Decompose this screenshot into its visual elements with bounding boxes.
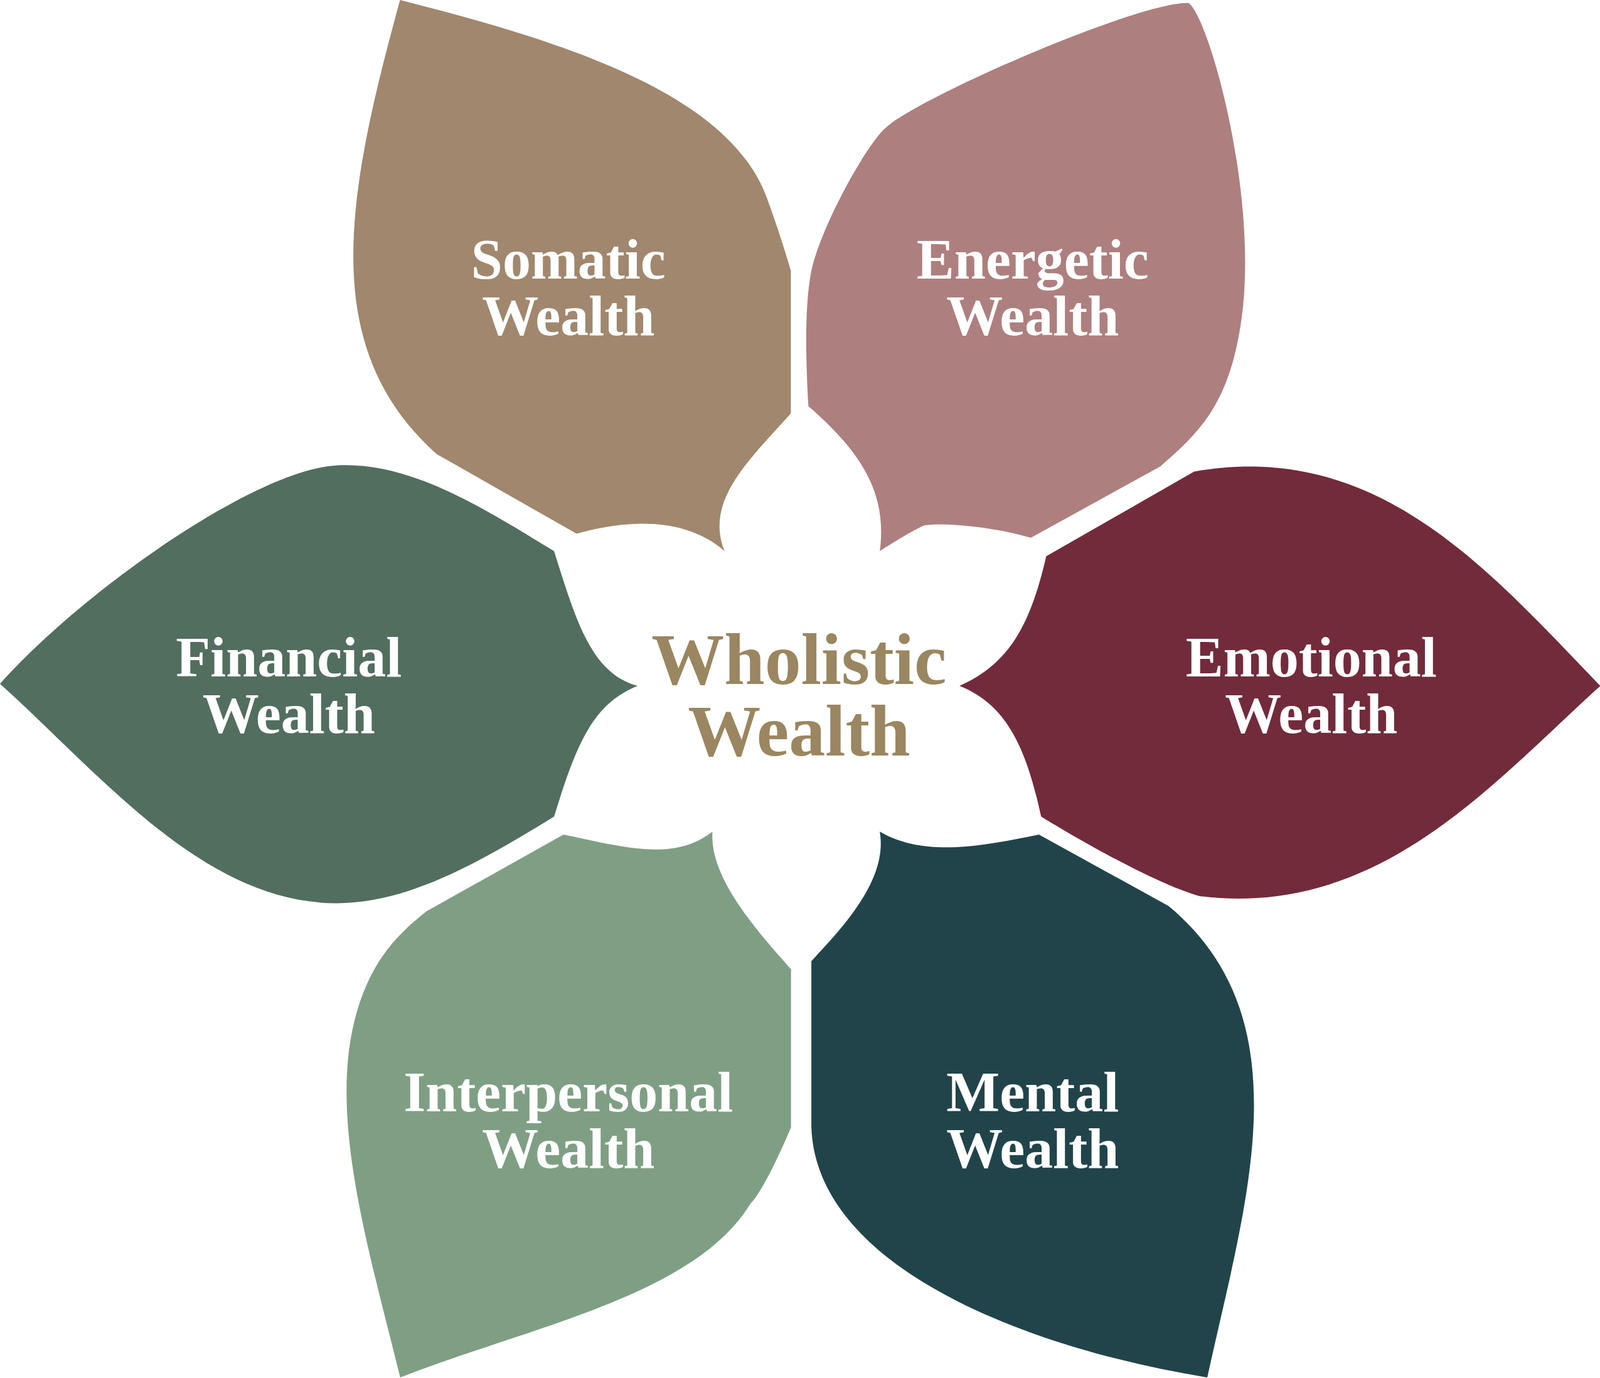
petal-node: Financial Wealth xyxy=(0,459,644,909)
petal-label: Mental Wealth xyxy=(946,1064,1119,1178)
petal-shape xyxy=(346,831,791,1378)
petal-shape xyxy=(353,0,791,551)
petal-label: Financial Wealth xyxy=(175,629,402,743)
petal-shape xyxy=(806,3,1245,551)
petal-label: Energetic Wealth xyxy=(916,231,1149,345)
petal-shape xyxy=(811,831,1254,1378)
petal-node: Interpersonal Wealth xyxy=(336,826,797,1378)
petal-node: Emotional Wealth xyxy=(954,459,1600,909)
petal-label: Somatic Wealth xyxy=(471,231,666,345)
petal-label: Interpersonal Wealth xyxy=(403,1064,733,1178)
petal-node: Mental Wealth xyxy=(806,826,1256,1378)
petal-node: Energetic Wealth xyxy=(801,0,1251,556)
center-title: Wholistic Wealth xyxy=(651,624,947,767)
petal-shape xyxy=(959,466,1600,899)
petal-label: Emotional Wealth xyxy=(1185,629,1437,743)
petal-node: Somatic Wealth xyxy=(346,0,797,556)
petal-shape xyxy=(0,464,638,903)
